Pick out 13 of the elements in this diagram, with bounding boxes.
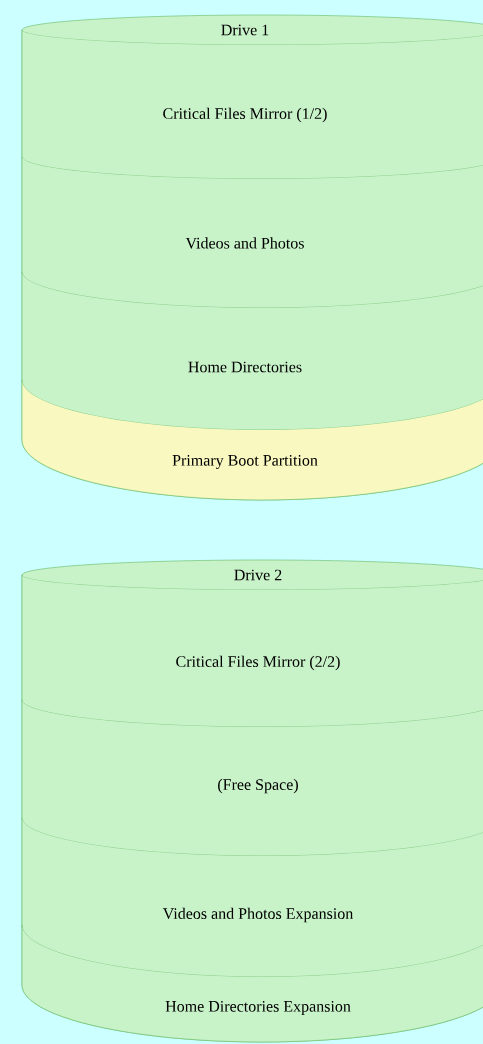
partition-band: Videos and Photos xyxy=(21,156,483,309)
node-label: Critical Files Mirror (2/2) xyxy=(176,655,340,671)
node-label: Home Directories Expansion xyxy=(165,1001,351,1015)
partition-band: Home Directories xyxy=(21,271,483,431)
node-label: (Free Space) xyxy=(218,778,298,794)
node-label: Videos and Photos Expansion xyxy=(162,907,354,923)
partition-band: (Free Space) xyxy=(21,699,483,857)
partition-band: Primary Boot Partition xyxy=(21,379,483,501)
node-label: Critical Files Mirror (1/2) xyxy=(163,107,327,123)
node-label: Home Directories xyxy=(188,361,302,373)
partition-band: Home Directories Expansion xyxy=(21,924,483,1043)
partition-band: Videos and Photos Expansion xyxy=(21,817,483,978)
node-label: Videos and Photos xyxy=(185,237,304,249)
